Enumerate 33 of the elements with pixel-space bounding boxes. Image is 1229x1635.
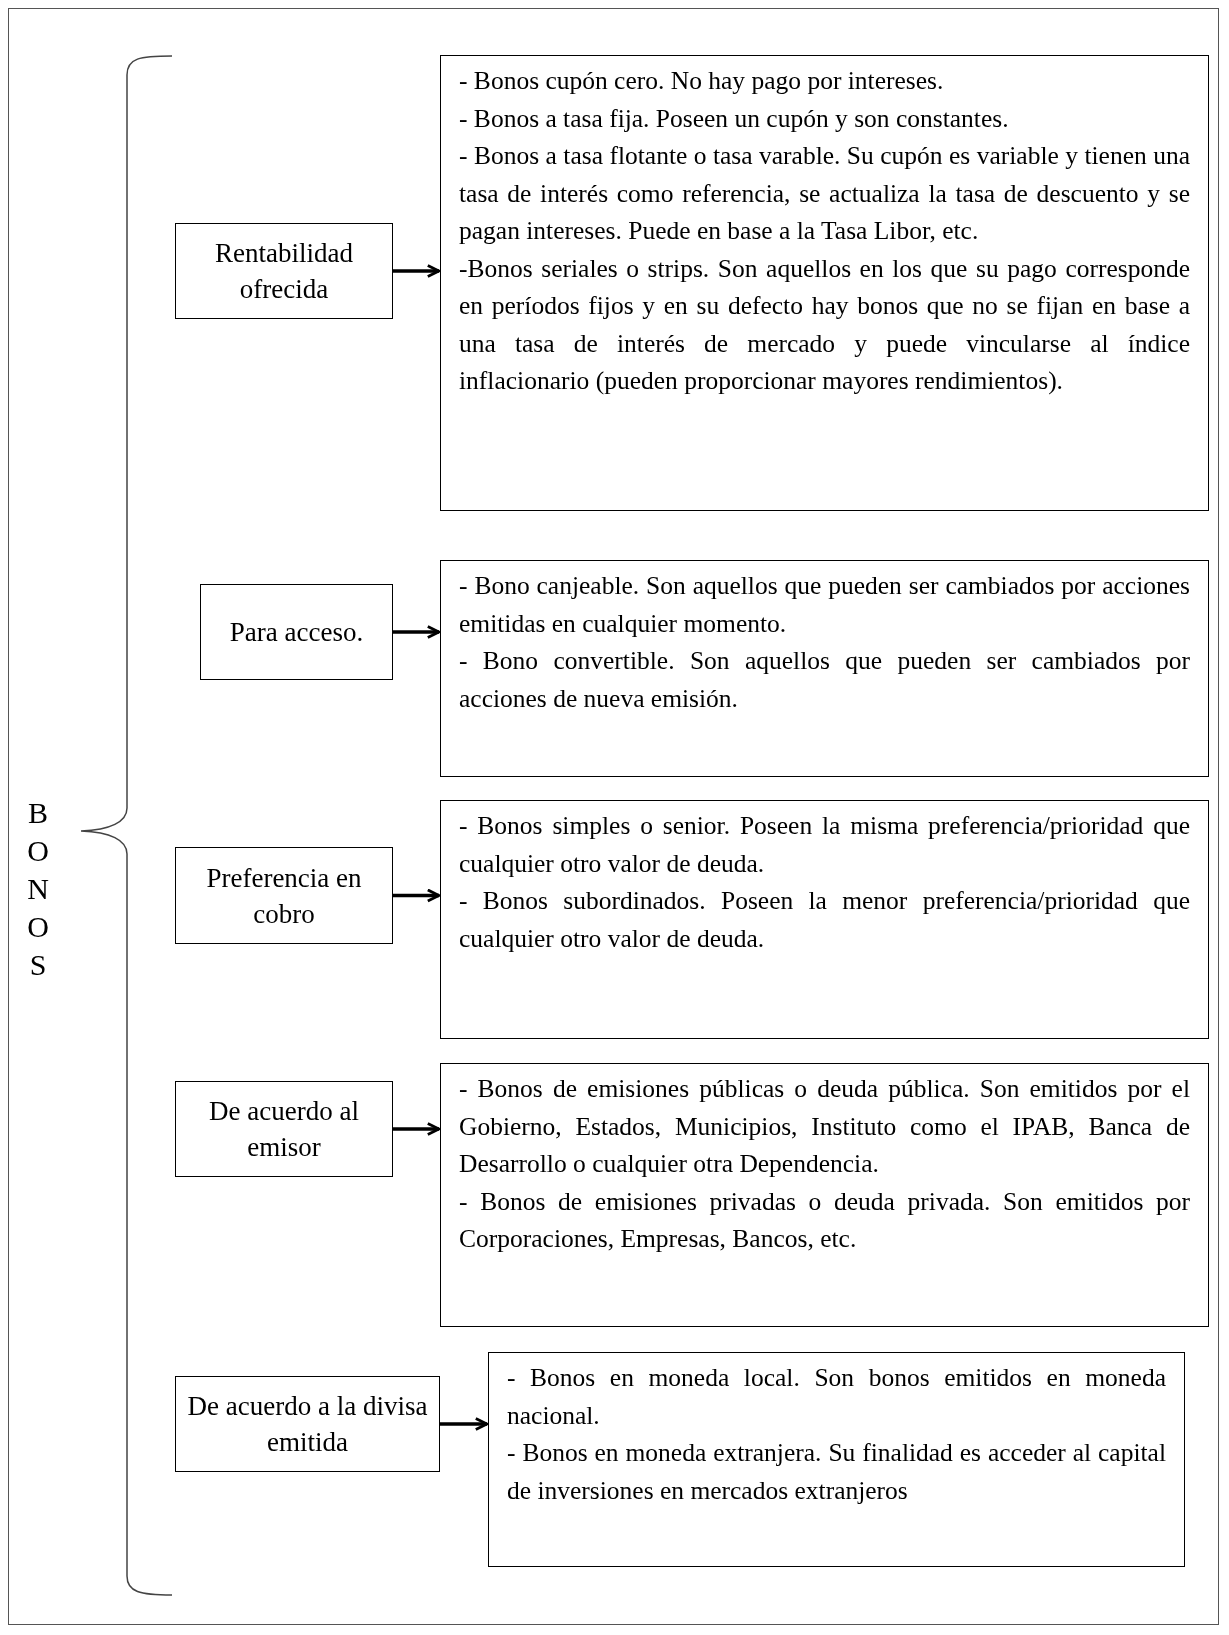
bond-description: - Bonos subordinados. Poseen la menor preferencia/prioridad que cualquier otro valor de deuda. bbox=[459, 885, 1190, 955]
bond-description: - Bonos a tasa flotante o tasa varable. Su cupón es variable y tienen una tasa de interés como referencia, se actualiza la tasa de descuento y se pagan intereses. Puede en base a la Tasa Libor, etc. bbox=[459, 140, 1190, 247]
bond-description: - Bonos en moneda local. Son bonos emitidos en moneda nacional. bbox=[507, 1362, 1166, 1432]
category-box bbox=[175, 1376, 440, 1472]
arrow bbox=[393, 888, 441, 903]
category-box bbox=[175, 847, 393, 944]
bond-description: - Bono canjeable. Son aquellos que pueden ser cambiados por acciones emitidas en cualquier momento. bbox=[459, 570, 1190, 640]
bond-description: - Bonos en moneda extranjera. Su finalidad es acceder al capital de inversiones en mercados extranjeros bbox=[507, 1437, 1166, 1507]
description-box bbox=[440, 560, 1209, 777]
description-box bbox=[488, 1352, 1185, 1567]
category-label: De acuerdo a la divisa emitida bbox=[186, 1390, 429, 1459]
category-box bbox=[200, 584, 393, 680]
bond-description: - Bonos de emisiones públicas o deuda pública. Son emitidos por el Gobierno, Estados, Municipios, Instituto como el IPAB, Banca de Desarrollo o cualquier otra Dependencia. bbox=[459, 1073, 1190, 1180]
arrow bbox=[393, 264, 441, 278]
description-box bbox=[440, 800, 1209, 1039]
bond-description: - Bonos a tasa fija. Poseen un cupón y son constantes. bbox=[459, 102, 1010, 135]
category-label: Rentabilidad ofrecida bbox=[214, 237, 354, 306]
vertical-title: BONOS bbox=[26, 795, 50, 983]
bond-description: - Bono convertible. Son aquellos que pueden ser cambiados por acciones de nueva emisión. bbox=[459, 645, 1190, 715]
bond-description: - Bonos de emisiones privadas o deuda privada. Son emitidos por Corporaciones, Empresas, Bancos, etc. bbox=[459, 1185, 1190, 1255]
arrow bbox=[393, 625, 441, 639]
bond-description: - Bonos simples o senior. Poseen la misma preferencia/prioridad que cualquier otro valor de deuda. bbox=[459, 810, 1190, 880]
category-box bbox=[175, 223, 393, 319]
arrow bbox=[393, 1122, 441, 1136]
category-label: De acuerdo al emisor bbox=[208, 1095, 360, 1164]
bond-description: - Bonos cupón cero. No hay pago por intereses. bbox=[459, 65, 945, 97]
bond-description: -Bonos seriales o strips. Son aquellos en los que su pago corresponde en períodos fijos y en su defecto hay bonos que no se fijan en base a una tasa de interés de mercado y puede vincularse al índice inflacionario (pueden proporcionar mayores rendimientos). bbox=[459, 252, 1190, 397]
category-label: Preferencia en cobro bbox=[205, 861, 363, 931]
arrow bbox=[440, 1417, 489, 1431]
description-box bbox=[440, 1063, 1209, 1327]
category-box bbox=[175, 1081, 393, 1177]
description-box bbox=[440, 55, 1209, 511]
category-label: Para acceso. bbox=[229, 616, 364, 649]
